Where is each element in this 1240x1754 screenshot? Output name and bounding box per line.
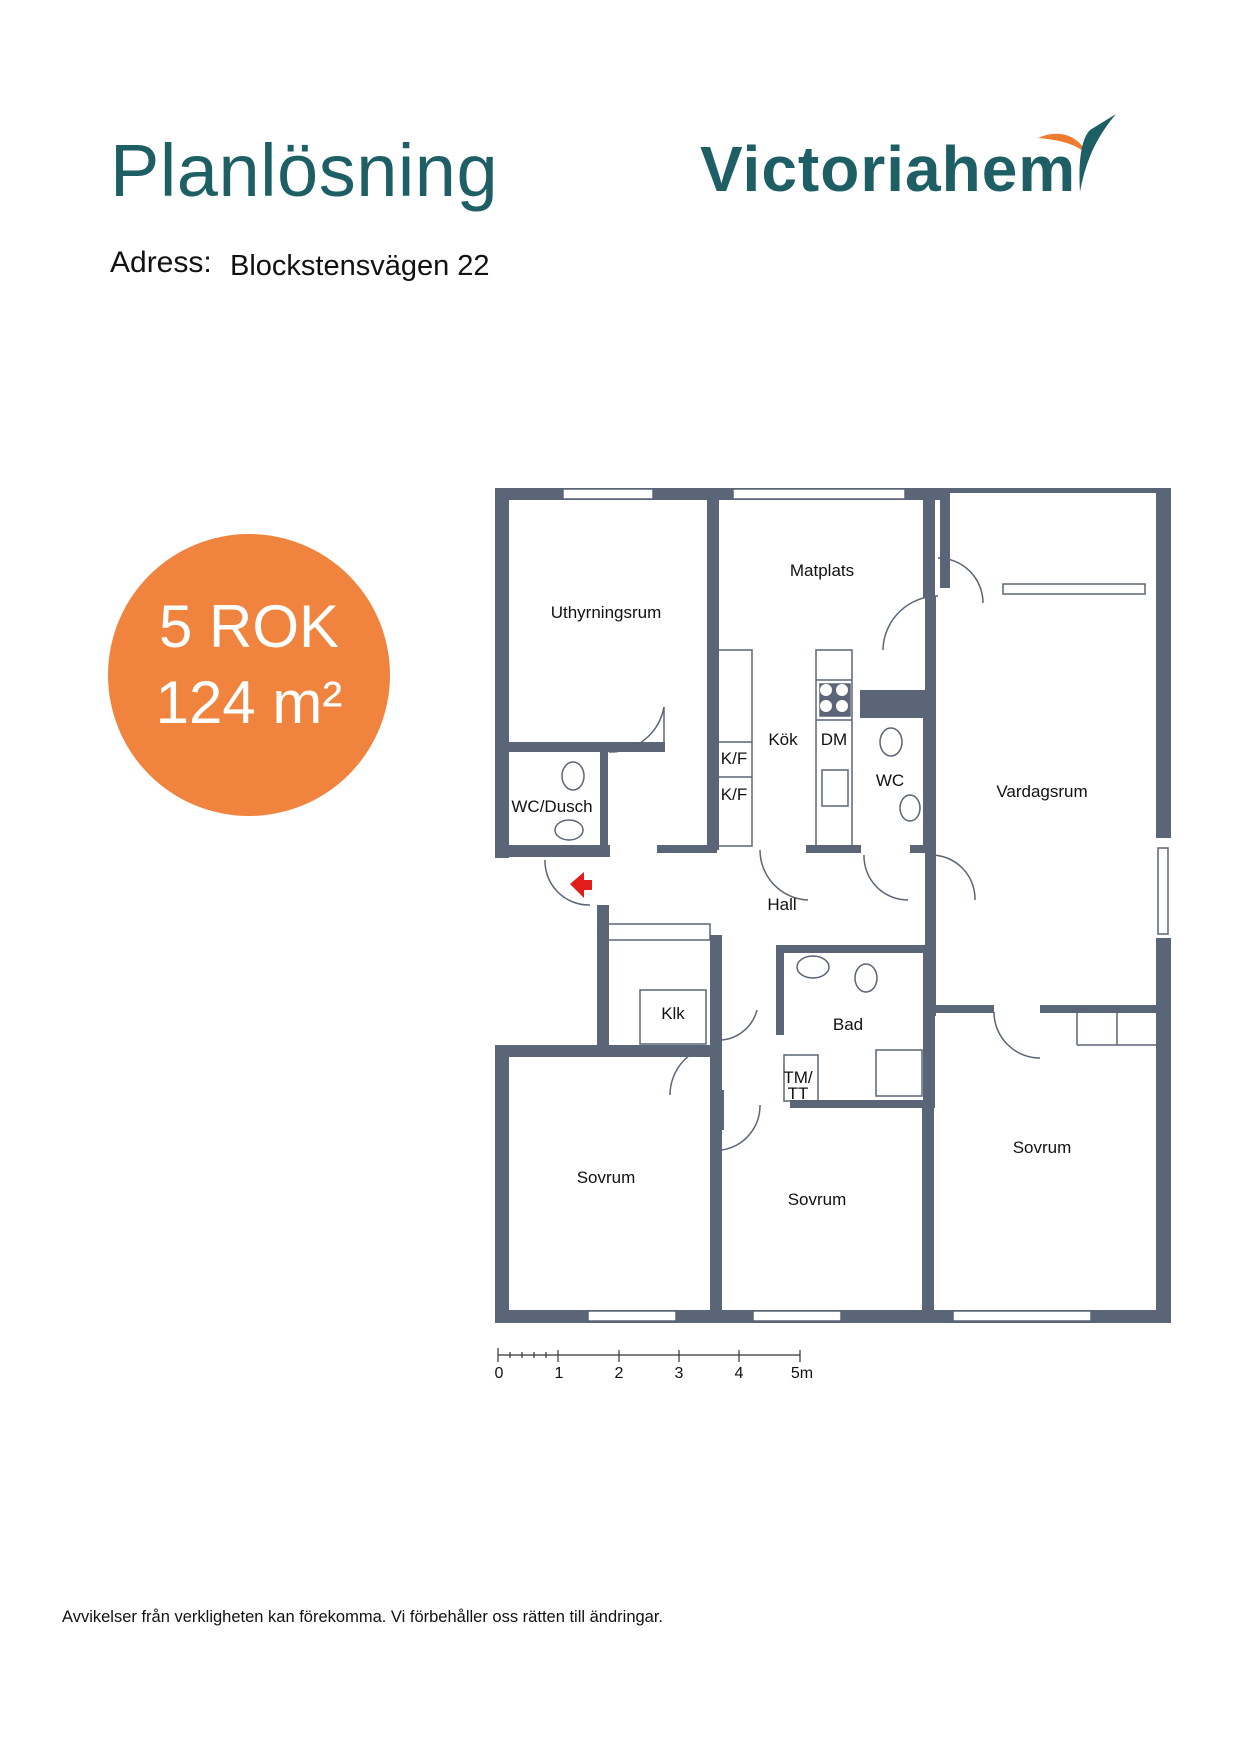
room-bad: Bad — [833, 1015, 863, 1034]
scale-tick-5: 5m — [791, 1365, 813, 1382]
area: 124 m² — [155, 669, 343, 736]
label-kf-1: K/F — [721, 749, 747, 768]
room-sovrum-2: Sovrum — [788, 1190, 847, 1209]
apartment-badge: 5 ROK 124 m² — [108, 534, 390, 816]
address-label: Adress: — [110, 246, 212, 279]
bird-icon — [1038, 114, 1116, 192]
label-dm: DM — [821, 730, 847, 749]
toilet-icon — [554, 727, 921, 993]
page-title: Planlösning — [110, 129, 499, 212]
room-sovrum-1: Sovrum — [577, 1168, 636, 1187]
windows — [562, 488, 1169, 1322]
fixtures — [544, 557, 1156, 1151]
label-tt: TT — [788, 1084, 809, 1103]
room-vardagsrum: Vardagsrum — [996, 782, 1087, 801]
address-value: Blockstensvägen 22 — [230, 250, 490, 282]
room-kok: Kök — [768, 730, 798, 749]
scale-tick-3: 3 — [675, 1365, 684, 1382]
room-uthyrningsrum: Uthyrningsrum — [551, 603, 662, 622]
floor-plan: Uthyrningsrum Matplats Kök DM K/F K/F WC… — [495, 488, 1171, 1382]
scale-tick-0: 0 — [495, 1365, 504, 1382]
brand-name: Victoriahem — [700, 133, 1077, 205]
stove-icon — [820, 684, 848, 712]
disclaimer: Avvikelser från verkligheten kan förekom… — [62, 1608, 664, 1626]
scale-bar — [497, 1348, 801, 1362]
room-sovrum-3: Sovrum — [1013, 1138, 1072, 1157]
scale-tick-2: 2 — [615, 1365, 624, 1382]
brand-logo: Victoriahem — [700, 108, 1120, 208]
room-matplats: Matplats — [790, 561, 854, 580]
entrance-arrow-icon — [570, 872, 592, 898]
room-hall: Hall — [767, 895, 796, 914]
room-klk: Klk — [661, 1004, 685, 1023]
scale-tick-1: 1 — [555, 1365, 564, 1382]
room-wc: WC — [876, 771, 904, 790]
room-wc-dusch: WC/Dusch — [511, 797, 592, 816]
label-kf-2: K/F — [721, 785, 747, 804]
room-count: 5 ROK — [158, 593, 340, 660]
scale-tick-4: 4 — [735, 1365, 744, 1382]
label-tm: TM/ — [783, 1068, 813, 1087]
